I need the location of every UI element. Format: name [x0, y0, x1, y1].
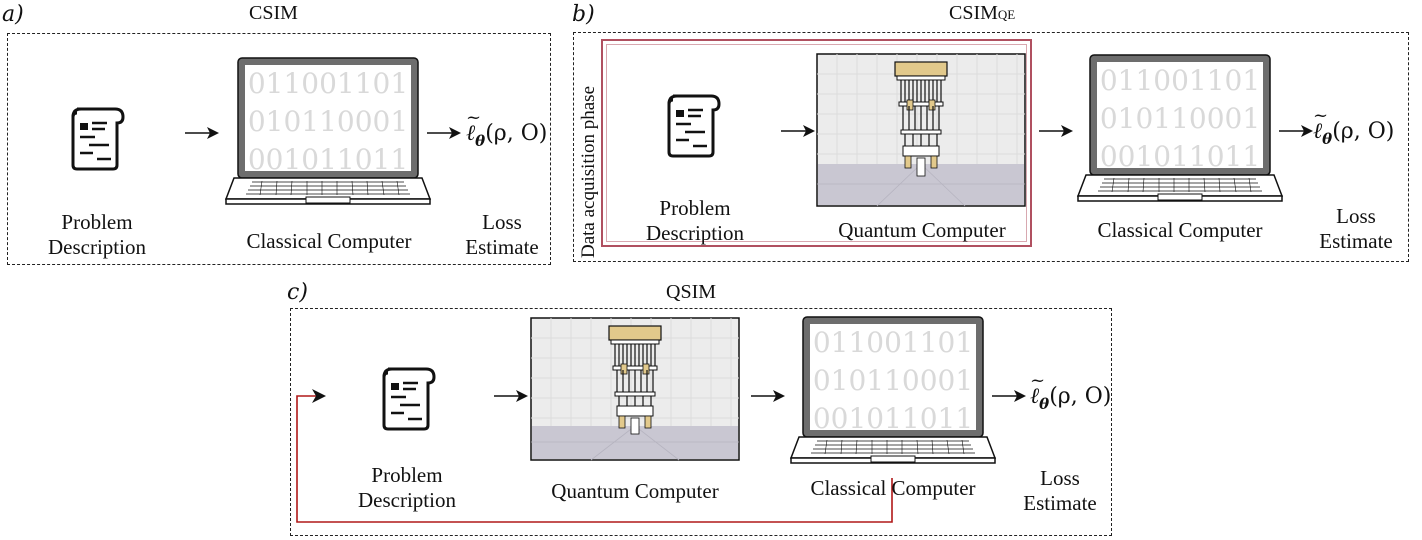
panel-b-title-main: CSIM	[949, 2, 998, 24]
loss-symbol: ℓ	[1030, 384, 1039, 409]
arrow-icon	[992, 390, 1026, 402]
feedback-loop	[296, 389, 893, 523]
panel-b-problem-label: Problem Description	[626, 196, 764, 246]
laptop-icon	[224, 57, 432, 205]
panel-b-loss-formula: ℓθ(ρ, O)	[1313, 118, 1394, 148]
screen-row: 011001101	[247, 67, 409, 100]
panel-a-computer-label: Classical Computer	[246, 229, 412, 253]
panel-b-loss-label: Loss Estimate	[1306, 204, 1406, 254]
panel-c-quantum-label: Quantum Computer	[551, 479, 719, 503]
panel-b-box	[573, 32, 1409, 262]
loss-label-line1: Loss	[482, 210, 522, 234]
panel-a-letter: a)	[2, 2, 24, 27]
arrow-icon	[751, 390, 785, 402]
arrow-icon	[1039, 125, 1073, 137]
arrow-icon	[185, 127, 219, 139]
screen-row: 001011011	[247, 143, 409, 176]
panel-a-loss-label: Loss Estimate	[452, 210, 552, 260]
panel-c-loss-label: Loss Estimate	[1010, 466, 1110, 516]
problem-label-line1: Problem	[659, 196, 731, 220]
quantum-computer-icon	[816, 53, 1026, 207]
panel-b-title-sub: QE	[997, 7, 1016, 22]
problem-label-line2: Description	[358, 488, 456, 513]
problem-label-line1: Problem	[61, 210, 133, 234]
loss-label-line2: Estimate	[1319, 229, 1393, 254]
panel-c-title: QSIM	[666, 281, 717, 303]
theta-subscript: θ	[1039, 395, 1050, 413]
panel-b-quantum-label: Quantum Computer	[838, 218, 1006, 242]
arrow-icon	[494, 390, 528, 402]
arrow-icon	[1279, 125, 1313, 137]
panel-b-letter: b)	[572, 2, 595, 27]
theta-subscript: θ	[475, 132, 486, 150]
phase-label: Data acquisition phase	[578, 85, 599, 258]
panel-b-title: CSIMQE	[949, 2, 1015, 25]
theta-subscript: θ	[1322, 130, 1333, 148]
loss-label-line2: Estimate	[465, 235, 539, 260]
loss-args: (ρ, O)	[485, 121, 548, 146]
screen-row: 011001101	[812, 326, 974, 359]
screen-row: 010110001	[812, 364, 974, 397]
problem-label-line2: Description	[48, 235, 146, 260]
arrow-icon	[427, 127, 461, 139]
loss-symbol: ℓ	[1313, 119, 1322, 144]
panel-c-problem-label: Problem Description	[338, 463, 476, 513]
document-icon	[382, 367, 436, 431]
panel-c-letter: c)	[287, 280, 308, 305]
panel-b-screen-digits: 011001101 010110001 001011011	[1098, 62, 1262, 176]
panel-b-computer-label: Classical Computer	[1097, 218, 1263, 242]
document-icon	[667, 94, 721, 158]
loss-label-line1: Loss	[1336, 204, 1376, 228]
data-acquisition-box	[601, 39, 1032, 247]
screen-row: 011001101	[1099, 64, 1261, 97]
quantum-computer-icon	[530, 317, 740, 461]
loss-args: (ρ, O)	[1049, 384, 1112, 409]
arrow-icon	[781, 125, 815, 137]
loss-label-line1: Loss	[1040, 466, 1080, 490]
panel-a-loss-formula: ℓθ(ρ, O)	[466, 120, 547, 150]
panel-c-computer-label: Classical Computer	[810, 476, 976, 500]
panel-c-loss-formula: ℓθ(ρ, O)	[1030, 383, 1111, 413]
screen-row: 010110001	[1099, 102, 1261, 135]
problem-label-line2: Description	[646, 221, 744, 246]
problem-label-line1: Problem	[371, 463, 443, 487]
laptop-icon	[1076, 54, 1284, 202]
screen-row: 010110001	[247, 105, 409, 138]
panel-c-box	[290, 308, 1112, 536]
panel-a-problem-label: Problem Description	[28, 210, 166, 260]
panel-a-screen-digits: 011001101 010110001 001011011	[246, 65, 410, 179]
loss-args: (ρ, O)	[1332, 119, 1395, 144]
screen-row: 001011011	[1099, 140, 1261, 173]
panel-a-box	[7, 33, 551, 265]
panel-a-title: CSIM	[249, 2, 298, 24]
loss-label-line2: Estimate	[1023, 491, 1097, 516]
screen-row: 001011011	[812, 402, 974, 435]
panel-c-screen-digits: 011001101 010110001 001011011	[811, 324, 975, 438]
loss-symbol: ℓ	[466, 121, 475, 146]
laptop-icon	[789, 316, 997, 464]
document-icon	[71, 107, 125, 171]
